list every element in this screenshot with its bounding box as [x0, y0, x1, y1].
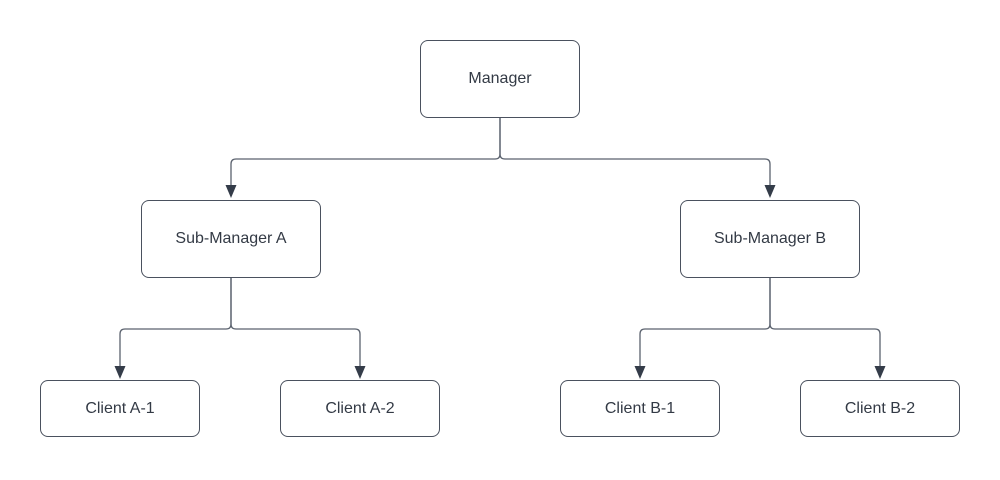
arrowhead-client-a-1: [114, 366, 126, 379]
node-client-b-1: Client B-1: [560, 380, 720, 437]
edge-sub-manager-a-to-client-a-1: [119, 278, 232, 366]
node-manager-label: Manager: [468, 70, 532, 87]
node-client-b-2-label: Client B-2: [844, 399, 916, 417]
node-client-b-2: Client B-2: [800, 380, 960, 437]
node-manager: Manager: [420, 40, 580, 118]
edge-sub-manager-a-to-client-a-2: [230, 278, 361, 366]
node-client-a-1-label: Client A-1: [85, 399, 155, 417]
node-client-a-2-label: Client A-2: [325, 399, 395, 417]
edge-sub-manager-b-to-client-b-1: [639, 278, 771, 366]
arrowhead-client-b-2: [874, 366, 886, 379]
node-client-b-1-label: Client B-1: [604, 399, 676, 417]
node-client-a-2: Client A-2: [280, 380, 440, 437]
edge-manager-to-sub-manager-b: [499, 118, 771, 185]
arrowhead-client-a-2: [354, 366, 366, 379]
arrowhead-sub-manager-a: [225, 185, 237, 198]
edge-sub-manager-b-to-client-b-2: [769, 278, 881, 366]
node-sub-manager-a-label: Sub-Manager A: [175, 230, 287, 247]
node-client-a-1: Client A-1: [40, 380, 200, 437]
arrowhead-sub-manager-b: [764, 185, 776, 198]
node-sub-manager-b: Sub-Manager B: [680, 200, 860, 278]
arrowhead-client-b-1: [634, 366, 646, 379]
edge-manager-to-sub-manager-a: [230, 118, 501, 185]
node-sub-manager-b-label: Sub-Manager B: [713, 230, 827, 247]
node-sub-manager-a: Sub-Manager A: [141, 200, 321, 278]
